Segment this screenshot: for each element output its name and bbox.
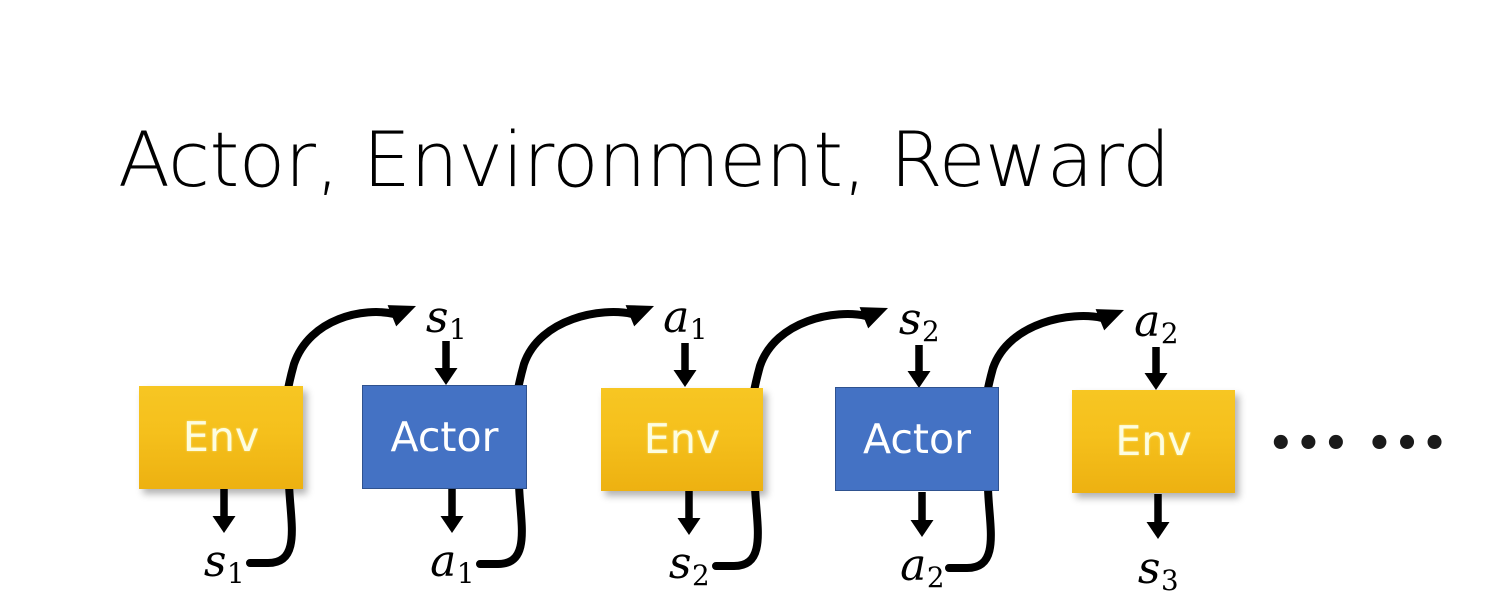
node-label: Actor <box>390 412 499 461</box>
bottom-label-bot-4: a2 <box>900 544 945 595</box>
top-label-top-1: s1 <box>426 296 467 347</box>
node-label: Env <box>643 415 721 463</box>
subscript: 2 <box>1160 317 1179 351</box>
down-arrow-da-bot-3-head <box>677 518 701 535</box>
subscript: 3 <box>1161 564 1179 598</box>
page-title: Actor, Environment, Reward <box>118 115 1170 204</box>
down-arrow-da-top-3-head <box>907 371 931 388</box>
down-arrow-group-bottom <box>212 489 1170 539</box>
node-env-box-1[interactable]: Env <box>139 386 303 489</box>
s-curve-head-curve-2 <box>625 305 654 327</box>
continuation-ellipsis: ••• ••• <box>1268 421 1450 467</box>
node-actor-box-2[interactable]: Actor <box>362 385 527 489</box>
symbol: a <box>430 536 457 587</box>
down-arrow-da-top-1-head <box>434 368 458 385</box>
subscript: 2 <box>926 561 945 595</box>
symbol: s <box>898 294 922 345</box>
down-arrow-da-top-4-head <box>1144 373 1168 390</box>
bottom-label-bot-3: s2 <box>669 542 710 593</box>
symbol: s <box>203 536 227 587</box>
bottom-label-bot-1: s1 <box>204 540 245 591</box>
node-label: Env <box>182 413 260 461</box>
down-arrow-da-bot-1-head <box>212 516 236 533</box>
symbol: a <box>1134 296 1161 347</box>
subscript: 2 <box>922 315 940 349</box>
top-label-top-2: a1 <box>663 296 708 347</box>
symbol: s <box>668 538 692 589</box>
node-actor-box-4[interactable]: Actor <box>835 387 999 491</box>
down-arrow-da-bot-2-head <box>440 516 464 533</box>
s-curve-head-curve-3 <box>859 307 888 329</box>
symbol: s <box>425 292 449 343</box>
top-label-top-3: s2 <box>899 298 940 349</box>
subscript: 1 <box>456 557 475 591</box>
node-env-box-3[interactable]: Env <box>601 388 763 491</box>
down-arrow-da-top-2-head <box>673 370 697 387</box>
bottom-label-bot-5: s3 <box>1138 547 1179 598</box>
symbol: a <box>663 292 690 343</box>
symbol: a <box>900 540 927 591</box>
down-arrow-da-bot-5-head <box>1146 522 1170 539</box>
bottom-label-bot-2: a1 <box>430 540 475 591</box>
node-label: Env <box>1115 417 1192 465</box>
down-arrow-group-top <box>434 341 1168 390</box>
subscript: 1 <box>449 313 467 347</box>
subscript: 1 <box>227 557 245 591</box>
top-label-top-4: a2 <box>1134 300 1179 351</box>
s-curve-head-curve-4 <box>1095 309 1124 331</box>
down-arrow-da-bot-4-head <box>910 520 934 537</box>
symbol: s <box>1137 543 1161 594</box>
node-label: Actor <box>863 414 971 463</box>
s-curve-head-curve-1 <box>387 305 416 327</box>
subscript: 1 <box>689 313 708 347</box>
subscript: 2 <box>692 559 710 593</box>
node-env-box-5[interactable]: Env <box>1072 390 1235 493</box>
